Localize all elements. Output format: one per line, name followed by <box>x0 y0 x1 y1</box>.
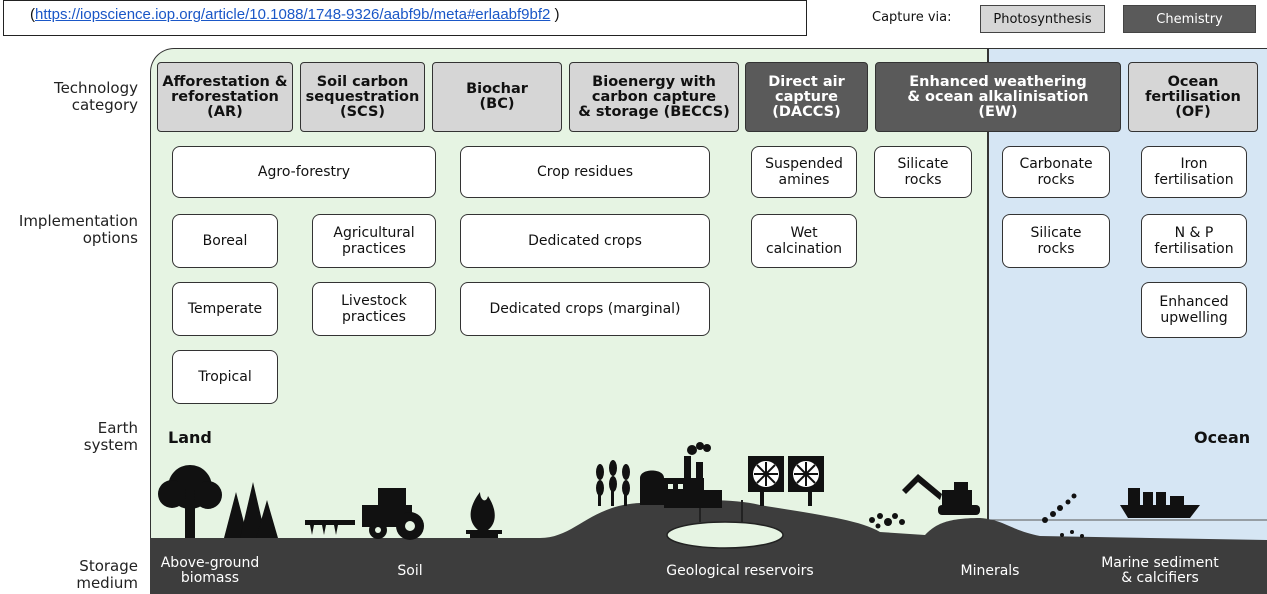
option-livestock-practices: Livestock practices <box>312 282 436 336</box>
tech-scs: Soil carbon sequestration (SCS) <box>300 62 425 132</box>
source-close-paren: ) <box>550 6 560 23</box>
option-dedicated-crops: Dedicated crops <box>460 214 710 268</box>
tech-beccs: Bioenergy with carbon capture & storage … <box>569 62 739 132</box>
land-ocean-divider <box>987 48 989 594</box>
region-land: Land <box>168 428 212 447</box>
option-np-fertilisation: N & P fertilisation <box>1141 214 1247 268</box>
dac-fans-icon <box>748 456 824 506</box>
region-ocean: Ocean <box>1194 428 1251 447</box>
source-citation: (https://iopscience.iop.org/article/10.1… <box>30 6 560 23</box>
storage-soil: Soil <box>397 563 423 579</box>
option-temperate: Temperate <box>172 282 278 336</box>
crops-icon <box>596 460 630 506</box>
fire-icon <box>466 492 502 538</box>
capture-legend-label: Capture via: <box>872 10 952 25</box>
power-plant-icon <box>640 442 722 508</box>
excavator-icon <box>902 474 980 515</box>
option-dedicated-crops-marginal: Dedicated crops (marginal) <box>460 282 710 336</box>
tech-of: Ocean fertilisation (OF) <box>1128 62 1258 132</box>
legend-photosynthesis: Photosynthesis <box>980 5 1105 33</box>
option-silicate-rocks-land: Silicate rocks <box>874 146 972 198</box>
option-crop-residues: Crop residues <box>460 146 710 198</box>
row-label-earth-system: Earth system <box>83 419 138 454</box>
row-label-implementation: Implementation options <box>18 212 138 247</box>
tractor-icon <box>305 488 424 540</box>
source-box <box>3 0 807 36</box>
ocean-rocks-icon <box>1042 493 1084 538</box>
deciduous-tree-icon <box>158 465 222 538</box>
ship-icon <box>1120 488 1200 518</box>
tech-daccs: Direct air capture (DACCS) <box>745 62 868 132</box>
tech-ar: Afforestation & reforestation (AR) <box>157 62 293 132</box>
option-boreal: Boreal <box>172 214 278 268</box>
option-agro-forestry: Agro-forestry <box>172 146 436 198</box>
row-label-technology: Technology category <box>53 79 138 114</box>
option-agricultural-practices: Agricultural practices <box>312 214 436 268</box>
source-open-paren: ( <box>30 6 35 23</box>
row-label-storage: Storage medium <box>76 557 138 592</box>
option-suspended-amines: Suspended amines <box>751 146 857 198</box>
legend-chemistry: Chemistry <box>1123 5 1256 33</box>
option-carbonate-rocks: Carbonate rocks <box>1002 146 1110 198</box>
tech-bc: Biochar (BC) <box>432 62 562 132</box>
geological-reservoir <box>666 521 784 549</box>
rocks-icon <box>869 513 905 529</box>
storage-marine-sediment: Marine sediment & calcifiers <box>1101 555 1219 586</box>
source-link[interactable]: https://iopscience.iop.org/article/10.10… <box>35 6 551 23</box>
storage-minerals: Minerals <box>960 563 1020 579</box>
option-silicate-rocks-ocean: Silicate rocks <box>1002 214 1110 268</box>
option-wet-calcination: Wet calcination <box>751 214 857 268</box>
conifer-trees-icon <box>224 482 278 538</box>
tech-ew: Enhanced weathering & ocean alkalinisati… <box>875 62 1121 132</box>
option-iron-fertilisation: Iron fertilisation <box>1141 146 1247 198</box>
storage-geological-reservoirs: Geological reservoirs <box>666 563 814 579</box>
option-enhanced-upwelling: Enhanced upwelling <box>1141 282 1247 338</box>
storage-above-ground-biomass: Above-ground biomass <box>160 555 260 586</box>
option-tropical: Tropical <box>172 350 278 404</box>
